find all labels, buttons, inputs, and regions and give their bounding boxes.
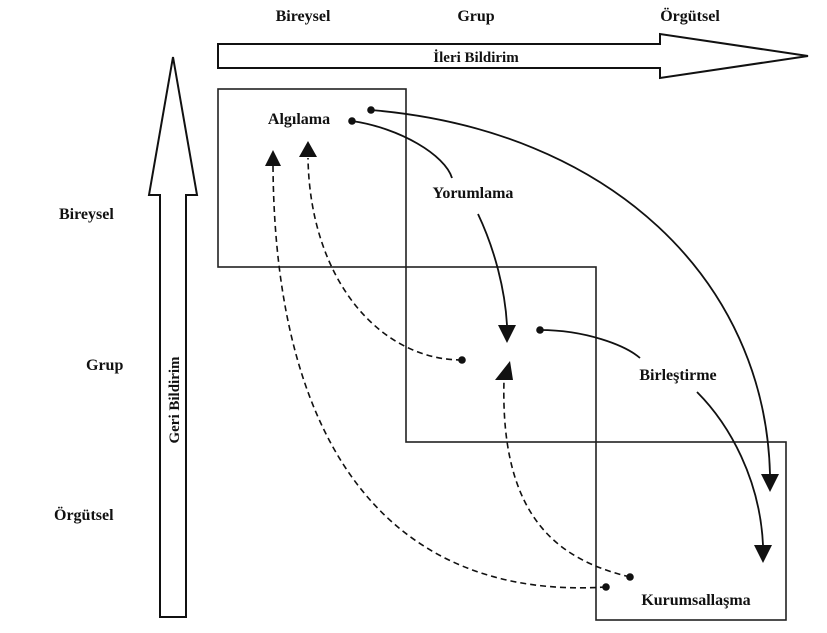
row-header-group: Grup [86, 357, 123, 374]
box-individual [217, 88, 407, 268]
arrowhead-down [761, 474, 779, 492]
process-interpreting: Yorumlama [433, 185, 514, 202]
feedback-arrow [147, 56, 199, 618]
row-header-organizational: Örgütsel [54, 506, 114, 524]
row-header-individual: Bireysel [59, 206, 114, 223]
flow-group-to-integrating [536, 326, 641, 359]
feedback-institutionalizing-to-intuiting [265, 150, 610, 591]
flow-line [503, 379, 631, 578]
flow-line [539, 329, 641, 359]
arrowhead-down [498, 325, 516, 343]
flow-interpreting-to-group [477, 213, 516, 343]
flow-intuiting-to-institutionalizing [367, 106, 779, 492]
flow-intuiting-to-interpreting [348, 117, 453, 179]
column-header-group: Grup [457, 8, 494, 25]
flow-line [370, 109, 771, 475]
feed-forward-label: İleri Bildirim [433, 49, 519, 66]
flow-line [307, 157, 463, 361]
column-header-organizational: Örgütsel [660, 7, 720, 25]
feedback-label: Geri Bildirim [167, 356, 183, 444]
arrowhead-up [299, 141, 317, 157]
flow-line [477, 213, 508, 326]
box-organizational [595, 441, 787, 621]
arrowhead-up [265, 150, 281, 166]
arrowhead-down [754, 545, 772, 563]
feedback-group-to-intuiting [299, 141, 466, 364]
process-integrating: Birleştirme [639, 367, 716, 384]
feedback-institutionalizing-to-group [495, 361, 634, 581]
flow-line [272, 165, 607, 589]
flow-line [351, 120, 453, 179]
flow-line [696, 391, 764, 546]
feed-forward-arrow [217, 32, 809, 80]
flow-integrating-to-institutionalizing [696, 391, 772, 563]
column-header-individual: Bireysel [276, 8, 331, 25]
arrowhead-up [495, 361, 513, 380]
box-group [405, 266, 597, 443]
process-institutionalizing: Kurumsallaşma [641, 592, 750, 609]
process-intuiting: Algılama [268, 111, 330, 128]
